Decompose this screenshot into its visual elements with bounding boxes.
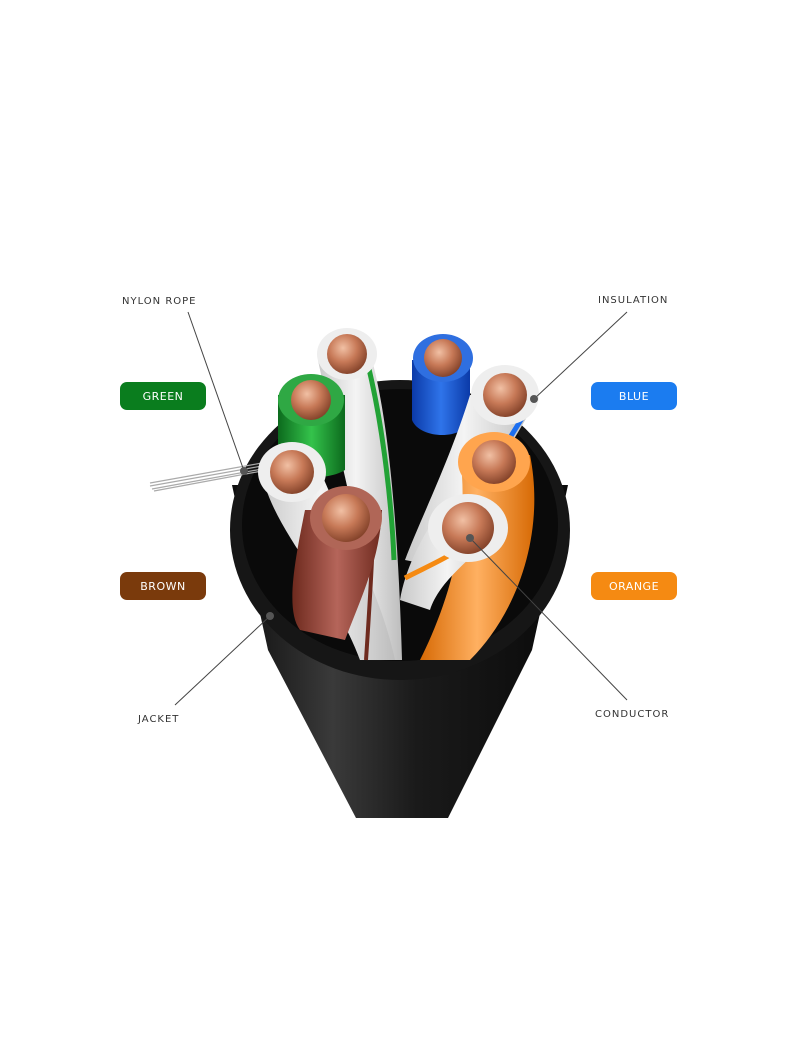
leader-nylon-rope: [187, 311, 245, 472]
conductor-2: [291, 380, 331, 420]
leader-dots: [240, 395, 538, 620]
pill-orange: ORANGE: [591, 572, 677, 600]
conductor-4: [483, 373, 527, 417]
conductor-3: [424, 339, 462, 377]
leader-jacket: [174, 615, 271, 706]
pill-green: GREEN: [120, 382, 206, 410]
conductor-8: [442, 502, 494, 554]
label-nylon-rope: NYLON ROPE: [122, 296, 197, 307]
pill-brown: BROWN: [120, 572, 206, 600]
leader-insulation: [533, 311, 628, 400]
pill-blue: BLUE: [591, 382, 677, 410]
leader-conductor: [469, 537, 628, 701]
label-insulation: INSULATION: [598, 295, 669, 306]
leader-lines: [174, 311, 628, 706]
label-conductor: CONDUCTOR: [595, 709, 670, 720]
conductor-7: [322, 494, 370, 542]
conductor-5: [270, 450, 314, 494]
label-jacket: JACKET: [138, 714, 180, 725]
conductor-1: [327, 334, 367, 374]
conductor-ends: [258, 328, 539, 562]
conductor-6: [472, 440, 516, 484]
